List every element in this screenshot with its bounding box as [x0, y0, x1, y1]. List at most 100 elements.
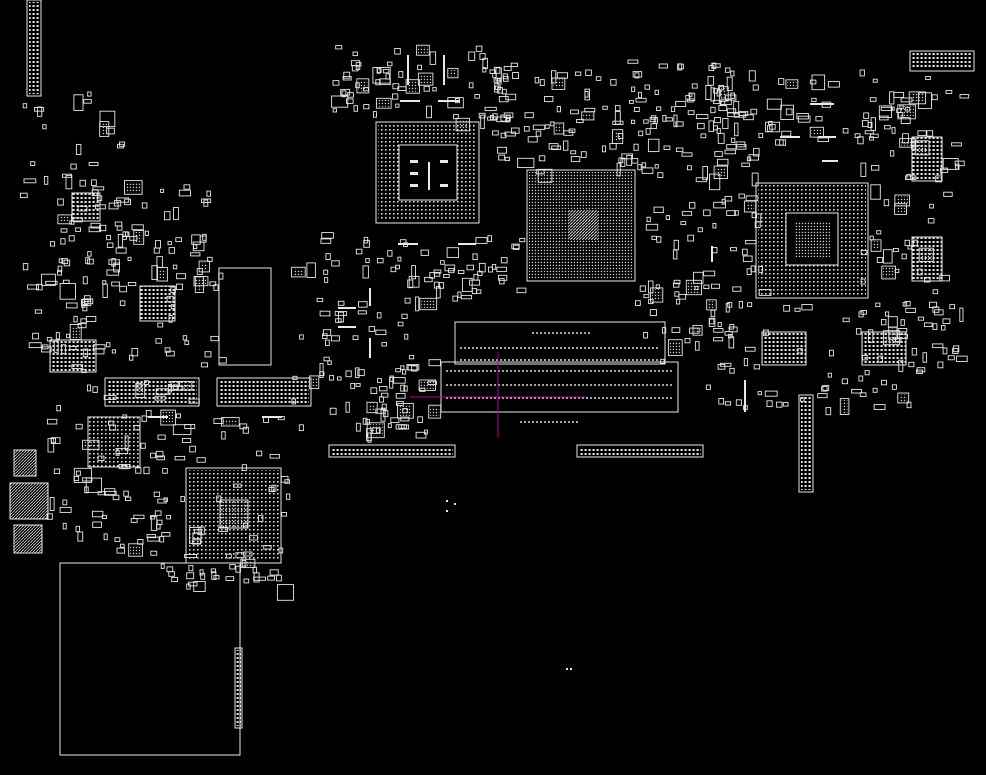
passive-component[interactable]	[65, 302, 78, 309]
passive-component[interactable]	[75, 470, 81, 476]
passive-component[interactable]	[269, 453, 280, 459]
passive-component[interactable]	[88, 162, 99, 167]
passive-component[interactable]	[352, 335, 359, 340]
passive-component[interactable]	[828, 349, 834, 357]
passive-component[interactable]	[703, 270, 716, 277]
passive-component[interactable]	[115, 450, 120, 456]
passive-component[interactable]	[196, 457, 206, 463]
passive-component[interactable]	[841, 378, 849, 385]
passive-component[interactable]	[478, 262, 486, 273]
passive-component[interactable]	[36, 283, 43, 291]
passive-component[interactable]	[190, 252, 201, 257]
passive-component[interactable]	[243, 522, 248, 529]
passive-component[interactable]	[322, 333, 328, 340]
passive-component[interactable]	[752, 84, 759, 91]
passive-component[interactable]	[860, 310, 867, 315]
passive-component[interactable]	[893, 91, 905, 98]
passive-component[interactable]	[88, 226, 102, 233]
passive-component[interactable]	[400, 365, 405, 370]
passive-component[interactable]	[730, 92, 735, 99]
passive-component[interactable]	[429, 272, 435, 279]
passive-component[interactable]	[688, 92, 693, 97]
passive-component[interactable]	[534, 76, 540, 84]
passive-component[interactable]	[712, 223, 717, 229]
passive-component[interactable]	[912, 239, 918, 247]
passive-component[interactable]	[176, 413, 181, 419]
passive-component[interactable]	[172, 384, 178, 390]
passive-component[interactable]	[870, 184, 881, 200]
passive-component[interactable]	[209, 281, 217, 287]
passive-component[interactable]	[713, 88, 719, 94]
passive-component[interactable]	[104, 488, 116, 496]
passive-component[interactable]	[368, 326, 376, 332]
passive-component[interactable]	[510, 62, 519, 68]
passive-component[interactable]	[276, 574, 282, 582]
passive-component[interactable]	[923, 322, 933, 327]
passive-component[interactable]	[753, 147, 760, 157]
passive-component[interactable]	[743, 200, 757, 213]
passive-component[interactable]	[145, 409, 152, 417]
passive-component[interactable]	[155, 450, 164, 458]
passive-component[interactable]	[372, 67, 391, 84]
passive-component[interactable]	[189, 527, 202, 544]
passive-component[interactable]	[781, 130, 792, 137]
passive-component[interactable]	[99, 110, 116, 128]
passive-component[interactable]	[252, 566, 257, 574]
passive-component[interactable]	[168, 571, 175, 577]
passive-component[interactable]	[876, 257, 883, 263]
passive-component[interactable]	[271, 484, 277, 492]
passive-component[interactable]	[171, 576, 178, 583]
passive-component[interactable]	[859, 392, 867, 397]
passive-component[interactable]	[574, 71, 582, 76]
passive-component[interactable]	[609, 143, 617, 150]
passive-component[interactable]	[323, 356, 330, 362]
passive-component[interactable]	[50, 437, 57, 444]
passive-component[interactable]	[366, 422, 385, 439]
passive-component[interactable]	[428, 404, 442, 419]
passive-component[interactable]	[156, 455, 166, 461]
passive-component[interactable]	[687, 98, 694, 103]
passive-component[interactable]	[102, 283, 108, 298]
passive-component[interactable]	[673, 114, 678, 128]
passive-component[interactable]	[66, 333, 70, 339]
passive-component[interactable]	[495, 67, 502, 82]
passive-component[interactable]	[284, 479, 290, 484]
passive-component[interactable]	[447, 97, 464, 109]
passive-component[interactable]	[654, 89, 659, 96]
passive-component[interactable]	[150, 515, 156, 520]
passive-component[interactable]	[81, 299, 92, 307]
passive-component[interactable]	[891, 384, 897, 390]
passive-component[interactable]	[660, 358, 665, 364]
passive-component[interactable]	[503, 65, 512, 71]
passive-component[interactable]	[880, 106, 893, 111]
passive-component[interactable]	[785, 108, 793, 116]
passive-component[interactable]	[924, 277, 931, 283]
passive-component[interactable]	[649, 117, 657, 123]
passive-component[interactable]	[827, 81, 840, 88]
passive-component[interactable]	[867, 122, 873, 128]
passive-component[interactable]	[285, 493, 291, 500]
passive-component[interactable]	[97, 455, 105, 461]
passive-component[interactable]	[733, 100, 740, 115]
passive-component[interactable]	[68, 235, 75, 242]
passive-component[interactable]	[474, 94, 480, 99]
passive-component[interactable]	[177, 381, 193, 391]
passive-component[interactable]	[519, 237, 526, 243]
passive-component[interactable]	[402, 408, 408, 414]
passive-component[interactable]	[85, 477, 103, 493]
passive-component[interactable]	[735, 399, 742, 406]
passive-component[interactable]	[570, 150, 577, 155]
passive-component[interactable]	[184, 554, 198, 559]
passive-component[interactable]	[890, 150, 895, 157]
passive-component[interactable]	[398, 71, 404, 78]
passive-component[interactable]	[183, 184, 191, 190]
passive-component[interactable]	[34, 107, 45, 112]
passive-component[interactable]	[633, 143, 639, 151]
passive-component[interactable]	[96, 195, 103, 201]
passive-component[interactable]	[400, 416, 410, 422]
passive-component[interactable]	[731, 137, 736, 143]
passive-component[interactable]	[523, 126, 530, 132]
passive-component[interactable]	[650, 123, 657, 129]
passive-component[interactable]	[638, 130, 644, 137]
passive-component[interactable]	[61, 344, 66, 354]
